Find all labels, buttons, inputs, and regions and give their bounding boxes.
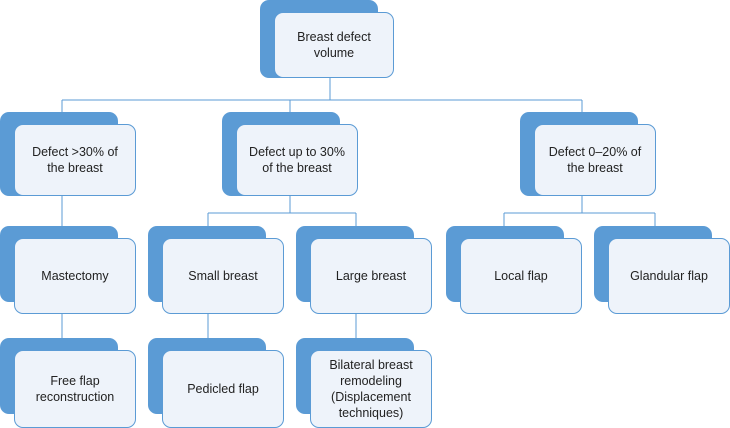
node-large-breast: Large breast: [296, 226, 432, 314]
node-face: Bilateral breast remodeling (Displacemen…: [310, 350, 432, 428]
node-label: Defect up to 30% of the breast: [249, 145, 345, 175]
node-face: Free flap reconstruction: [14, 350, 136, 428]
node-defect-over-30: Defect >30% of the breast: [0, 112, 136, 196]
node-label: Defect >30% of the breast: [32, 145, 118, 175]
node-label: Large breast: [335, 269, 407, 283]
node-face: Defect up to 30% of the breast: [236, 124, 358, 196]
node-face: Mastectomy: [14, 238, 136, 314]
node-defect-0-20: Defect 0–20% of the breast: [520, 112, 656, 196]
node-free-flap-reconstruction: Free flap reconstruction: [0, 338, 136, 428]
node-face: Small breast: [162, 238, 284, 314]
node-face: Defect >30% of the breast: [14, 124, 136, 196]
node-label: Small breast: [188, 269, 258, 283]
node-label: Local flap: [494, 269, 548, 283]
node-local-flap: Local flap: [446, 226, 582, 314]
node-face: Pedicled flap: [162, 350, 284, 428]
node-face: Local flap: [460, 238, 582, 314]
node-label: Mastectomy: [41, 269, 109, 283]
node-label: Free flap reconstruction: [35, 374, 115, 404]
node-face: Large breast: [310, 238, 432, 314]
node-label: Glandular flap: [630, 269, 708, 283]
node-bilateral-breast-remodeling: Bilateral breast remodeling (Displacemen…: [296, 338, 432, 428]
node-face: Defect 0–20% of the breast: [534, 124, 656, 196]
node-mastectomy: Mastectomy: [0, 226, 136, 314]
node-pedicled-flap: Pedicled flap: [148, 338, 284, 428]
node-label: Defect 0–20% of the breast: [548, 145, 642, 175]
node-face: Glandular flap: [608, 238, 730, 314]
node-label: Bilateral breast remodeling (Displacemen…: [329, 358, 413, 420]
node-defect-up-to-30: Defect up to 30% of the breast: [222, 112, 358, 196]
node-face: Breast defect volume: [274, 12, 394, 78]
node-glandular-flap: Glandular flap: [594, 226, 730, 314]
node-label: Breast defect volume: [297, 30, 371, 60]
node-label: Pedicled flap: [187, 382, 259, 396]
node-breast-defect-volume: Breast defect volume: [260, 0, 396, 78]
node-small-breast: Small breast: [148, 226, 284, 314]
